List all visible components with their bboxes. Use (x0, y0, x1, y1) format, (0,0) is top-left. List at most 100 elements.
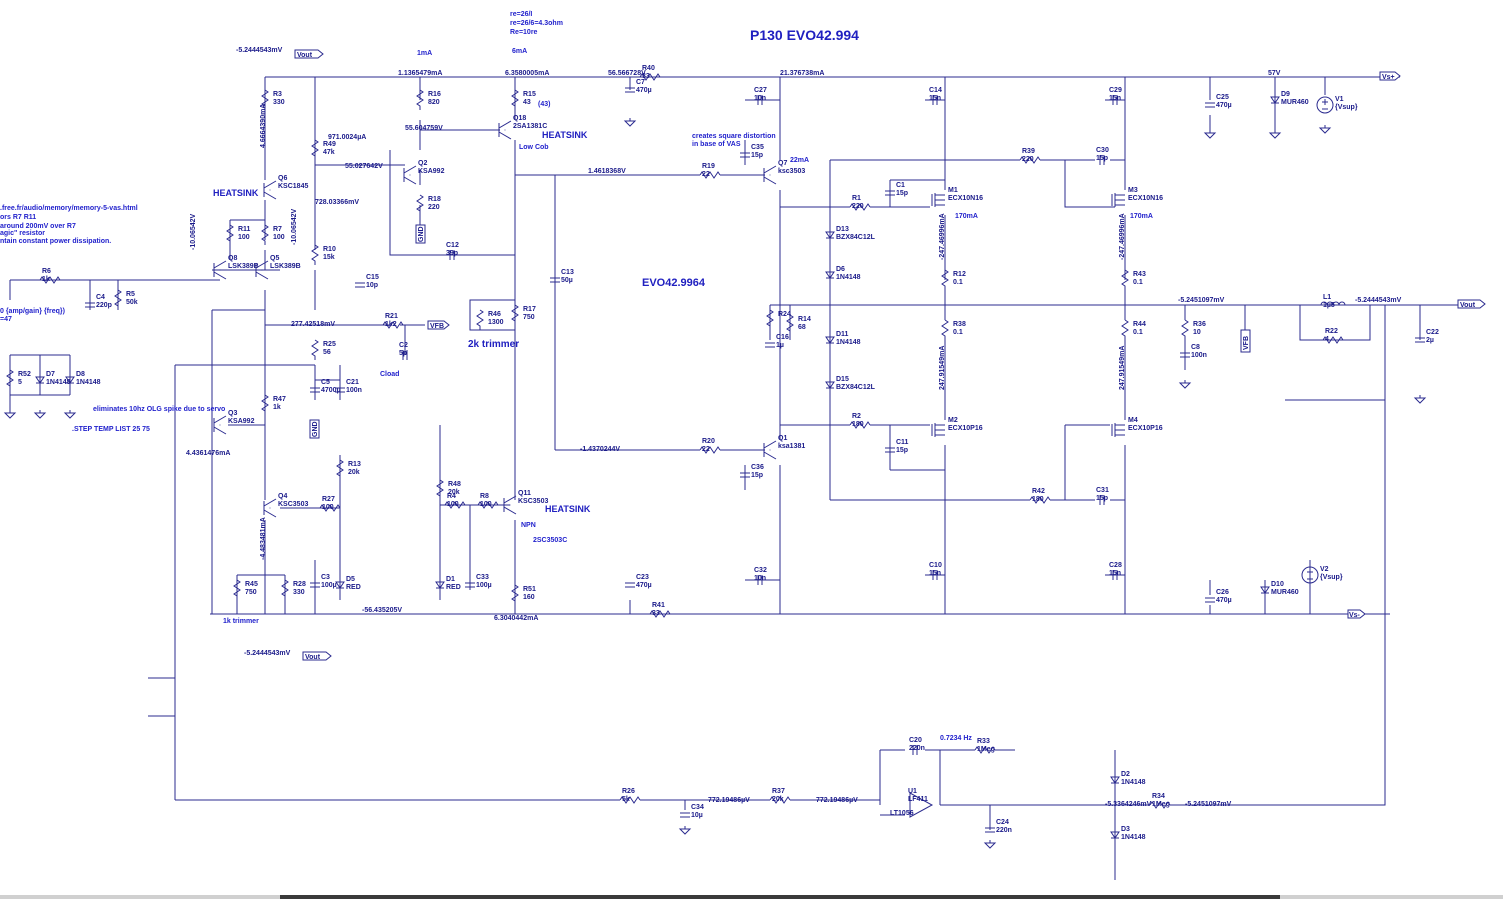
vfb-flag-left[interactable]: VFB (427, 320, 450, 330)
gnd-flag-c5[interactable]: GND (309, 419, 320, 439)
vfb-flag-right[interactable]: VFB (1240, 329, 1251, 353)
component-r24[interactable]: R24 (766, 309, 791, 330)
scrollbar-thumb[interactable] (280, 895, 1280, 899)
scrollbar[interactable] (0, 895, 1503, 899)
gnd-flag-r18[interactable]: GND (415, 224, 426, 244)
component-v1[interactable]: V1{Vsup} (1316, 96, 1358, 114)
vs-minus-flag[interactable]: Vs- (1347, 609, 1366, 619)
vs-plus-flag[interactable]: Vs+ (1379, 71, 1401, 81)
component-v2[interactable]: V2{Vsup} (1301, 566, 1343, 584)
